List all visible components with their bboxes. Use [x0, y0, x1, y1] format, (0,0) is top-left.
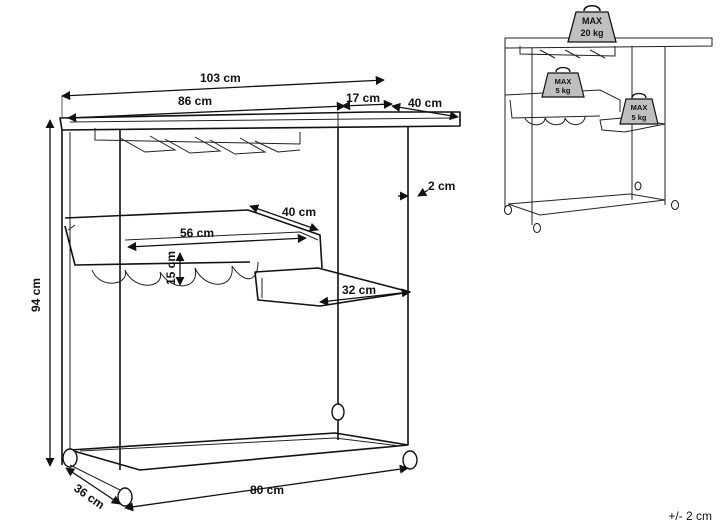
dim-base-depth: 36 cm [71, 481, 107, 512]
weight-middle-line1: MAX [555, 77, 572, 86]
dim-rail-gap: 2 cm [428, 179, 455, 193]
wheels [62, 403, 418, 507]
dim-total-width: 103 cm [200, 71, 241, 85]
load-limit-drawing [504, 37, 713, 233]
dim-shelf-width: 86 cm [178, 94, 212, 108]
dim-side-shelf: 32 cm [342, 283, 376, 297]
weight-middle-line2: 5 kg [555, 86, 570, 95]
dim-side-width: 17 cm [346, 91, 380, 105]
weight-top-line2: 20 kg [580, 28, 603, 38]
dim-mid-depth: 40 cm [282, 205, 316, 219]
dimension-lines [45, 75, 459, 512]
wine-rack [91, 231, 319, 287]
dim-rack-width: 56 cm [180, 226, 214, 240]
dim-rack-height: 15 cm [164, 251, 178, 285]
dim-height: 94 cm [29, 278, 43, 312]
main-trolley-drawing [59, 111, 461, 507]
weight-side-line2: 5 kg [631, 113, 646, 122]
weight-max-top-icon: MAX 20 kg [567, 5, 617, 43]
weight-top-line1: MAX [582, 16, 602, 26]
dim-top-depth: 40 cm [408, 96, 442, 110]
weight-side-line1: MAX [631, 103, 648, 112]
tolerance-note: +/- 2 cm [668, 509, 712, 523]
glass-holder-rack [94, 128, 301, 155]
weight-max-middle-icon: MAX 5 kg [541, 66, 585, 98]
weight-max-side-icon: MAX 5 kg [619, 92, 659, 125]
dim-base-width: 80 cm [250, 483, 284, 497]
